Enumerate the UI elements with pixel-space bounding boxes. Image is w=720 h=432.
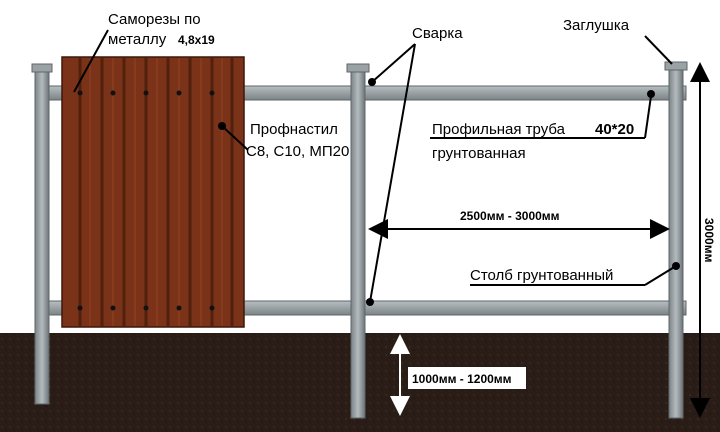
label-sheet-line1: Профнастил [250, 121, 338, 138]
corrugated-sheet [61, 56, 245, 328]
label-screws-line1: Саморезы по [108, 11, 201, 28]
depth-dimension [390, 334, 526, 416]
label-sheet-line2: С8, С10, МП20 [246, 143, 349, 160]
label-screws-line2: металлу [108, 31, 167, 48]
label-cap: Заглушка [563, 17, 630, 34]
label-post: Столб грунтованный [470, 267, 613, 284]
label-welding: Сварка [412, 25, 463, 42]
depth-label-box [408, 367, 526, 389]
label-pipe-size: 40*20 [595, 121, 634, 138]
label-span: 2500мм - 3000мм [460, 209, 560, 223]
post-right [664, 61, 688, 419]
label-height: 3000мм [702, 218, 716, 263]
label-pipe-line2: грунтованная [432, 145, 526, 162]
post-left [31, 63, 53, 405]
leader-lines [73, 29, 677, 303]
label-screws-size: 4,8х19 [178, 33, 215, 47]
label-depth: 1000мм - 1200мм [412, 372, 512, 386]
label-pipe-line1: Профильная труба [432, 121, 566, 138]
screws [77, 90, 215, 311]
post-middle [346, 63, 370, 419]
